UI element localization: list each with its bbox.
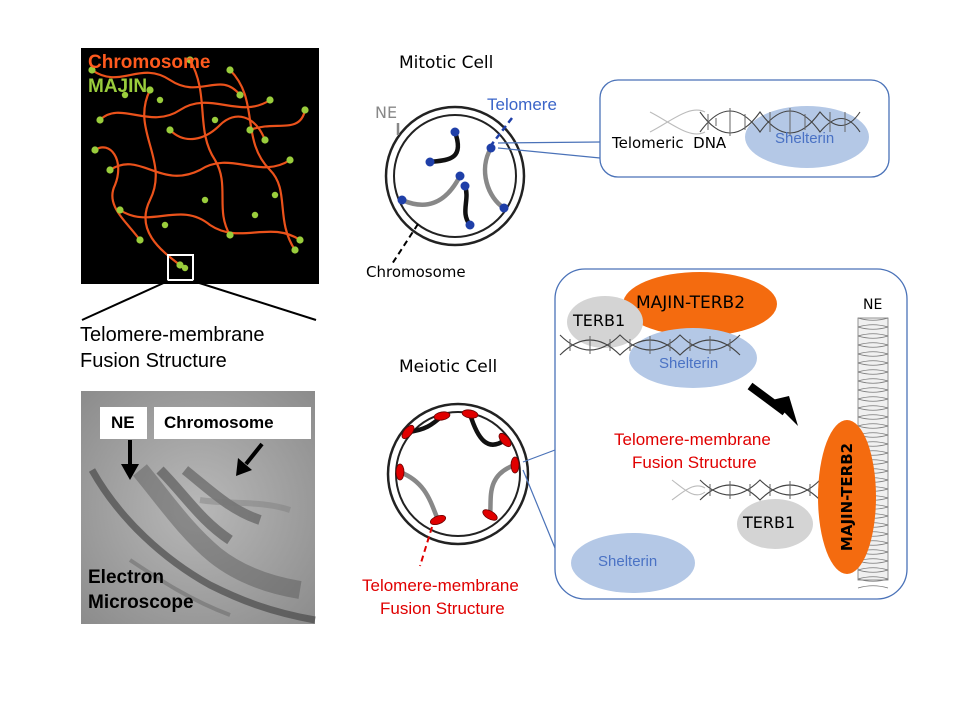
em-label-line1: Electron bbox=[88, 567, 165, 588]
ne-lattice-strand bbox=[857, 342, 889, 346]
label-chromosome-stain: Chromosome bbox=[88, 52, 211, 73]
ne-lattice-strand bbox=[857, 380, 889, 384]
meiotic-title: Meiotic Cell bbox=[399, 357, 498, 377]
ne-lattice-strand bbox=[857, 333, 889, 337]
ne-lattice-strand bbox=[857, 387, 889, 391]
callout-label-majin-terb2: MAJIN-TERB2 bbox=[636, 293, 746, 313]
mitotic-cell-diagram bbox=[384, 105, 601, 265]
ne-lattice-strand bbox=[857, 407, 889, 411]
meiotic-callout bbox=[554, 268, 908, 600]
ne-lattice-strand bbox=[857, 351, 889, 355]
fusion-ovals bbox=[395, 409, 520, 526]
callout-label-ne: NE bbox=[863, 297, 883, 313]
callout-label-terb1-top: TERB1 bbox=[573, 311, 626, 330]
callout-label-shelterin-top: Shelterin bbox=[659, 355, 719, 372]
ne-lattice-strand bbox=[857, 398, 889, 402]
zoom-lines bbox=[81, 280, 317, 321]
ne-lattice-strand bbox=[857, 317, 889, 321]
callout-label-terb1-bottom: TERB1 bbox=[743, 513, 796, 532]
em-label-line2: Microscope bbox=[88, 592, 194, 613]
ne-lattice-strand bbox=[857, 335, 889, 339]
meiotic-cell-diagram bbox=[386, 402, 556, 567]
fusion-caption-line1: Telomere-membrane bbox=[80, 324, 265, 346]
callout-label-shelterin-mitotic: Shelterin bbox=[775, 130, 835, 147]
callout-label-telomeric-dna: Telomeric DNA bbox=[612, 134, 727, 152]
ne-lattice-strand bbox=[857, 425, 889, 429]
electron-micrograph bbox=[81, 391, 316, 624]
ne-lattice-strand bbox=[857, 360, 889, 364]
ne-lattice-strand bbox=[857, 389, 889, 393]
em-label-ne: NE bbox=[111, 413, 135, 432]
mitotic-callout bbox=[599, 79, 890, 178]
fluorescence-micrograph bbox=[81, 48, 319, 284]
label-majin-stain: MAJIN bbox=[88, 76, 148, 97]
callout-label-shelterin-bottom: Shelterin bbox=[598, 553, 658, 570]
mitotic-title: Mitotic Cell bbox=[399, 53, 494, 73]
ne-lattice-strand bbox=[857, 369, 889, 373]
meiotic-fusion-label-line2: Fusion Structure bbox=[380, 599, 505, 618]
ne-lattice-strand bbox=[857, 578, 889, 582]
telomere-dots bbox=[397, 127, 509, 230]
ne-lattice-strand bbox=[857, 576, 889, 580]
ne-lattice-strand bbox=[857, 324, 889, 328]
callout-fusion-line1: Telomere-membrane bbox=[614, 430, 771, 449]
ne-lattice-strand bbox=[857, 371, 889, 375]
ne-lattice-strand bbox=[857, 414, 889, 418]
meiotic-fusion-label-line1: Telomere-membrane bbox=[362, 576, 519, 595]
callout-label-majin-terb2-vertical: MAJIN-TERB2 bbox=[838, 442, 856, 552]
callout-fusion-line2: Fusion Structure bbox=[632, 453, 757, 472]
ne-lattice-strand bbox=[857, 569, 889, 573]
ne-lattice-strand bbox=[857, 396, 889, 400]
ne-lattice-strand bbox=[857, 326, 889, 330]
ne-lattice-strand bbox=[857, 423, 889, 427]
mitotic-label-ne: NE bbox=[375, 103, 398, 122]
ne-lattice-strand bbox=[857, 585, 889, 589]
mitotic-label-telomere: Telomere bbox=[487, 95, 557, 114]
ne-lattice-strand bbox=[857, 344, 889, 348]
ne-lattice-strand bbox=[857, 378, 889, 382]
ne-lattice-strand bbox=[857, 405, 889, 409]
em-label-chromosome: Chromosome bbox=[164, 413, 274, 432]
ne-lattice-strand bbox=[857, 416, 889, 420]
ne-lattice-strand bbox=[857, 362, 889, 366]
ne-lattice-strand bbox=[857, 567, 889, 571]
fusion-caption-line2: Fusion Structure bbox=[80, 350, 227, 372]
ne-lattice-strand bbox=[857, 353, 889, 357]
mitotic-label-chromosome: Chromosome bbox=[366, 263, 466, 281]
